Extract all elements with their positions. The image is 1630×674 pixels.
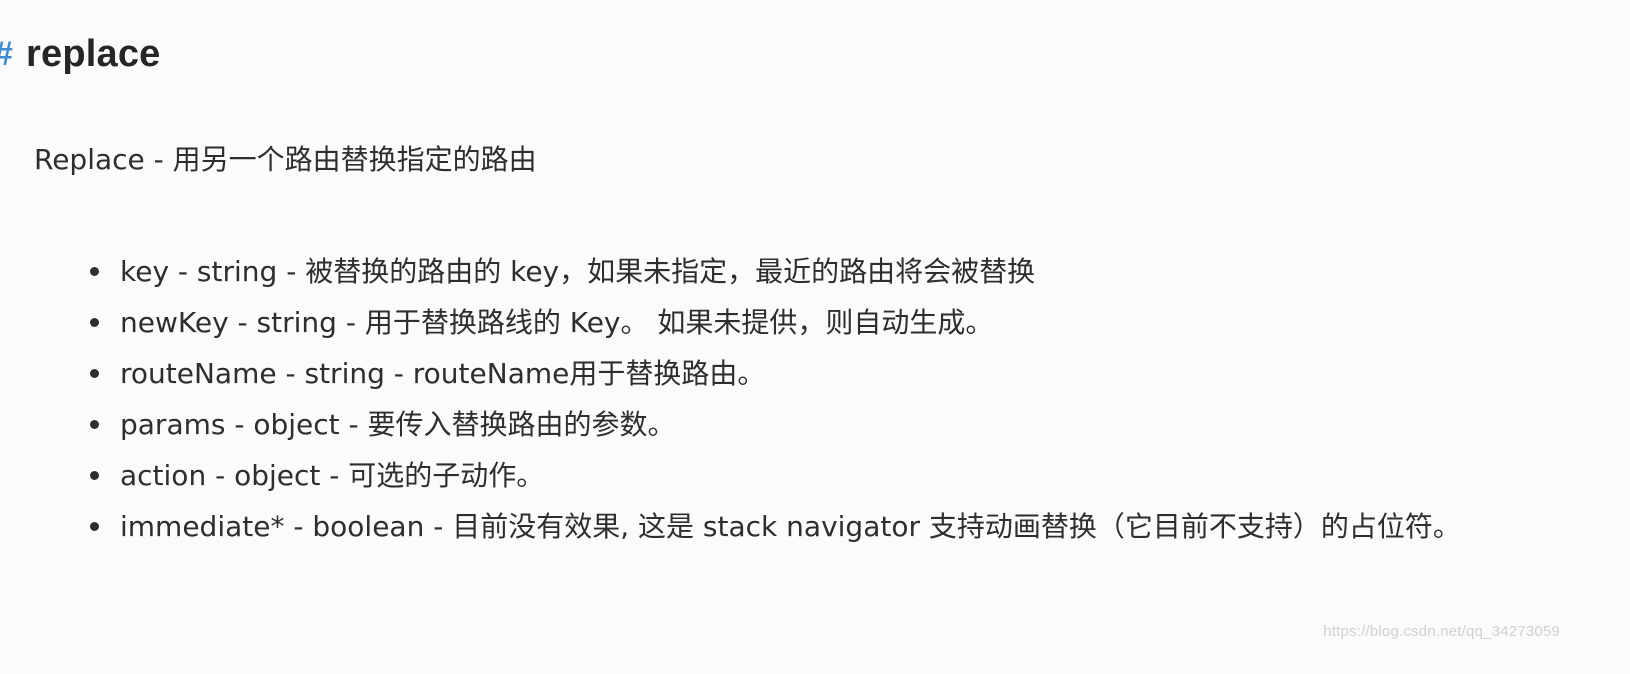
list-item-text: newKey - string - 用于替换路线的 Key。 如果未提供，则自动… <box>120 306 994 339</box>
bullet-dot-icon <box>90 522 99 531</box>
intro-paragraph: Replace - 用另一个路由替换指定的路由 <box>34 143 537 176</box>
heading-title: replace <box>26 33 161 75</box>
bullet-dot-icon <box>90 471 99 480</box>
list-item-text: action - object - 可选的子动作。 <box>120 459 545 492</box>
list-item-text: routeName - string - routeName用于替换路由。 <box>120 357 766 390</box>
bullet-dot-icon <box>90 369 99 378</box>
list-item-text: params - object - 要传入替换路由的参数。 <box>120 408 676 441</box>
heading-anchor-link[interactable]: # <box>0 37 14 71</box>
list-item-newkey: newKey - string - 用于替换路线的 Key。 如果未提供，则自动… <box>90 297 1560 348</box>
param-list: key - string - 被替换的路由的 key，如果未指定，最近的路由将会… <box>90 246 1560 552</box>
section-heading: # replace <box>0 24 161 84</box>
list-item-params: params - object - 要传入替换路由的参数。 <box>90 399 1560 450</box>
list-item-routename: routeName - string - routeName用于替换路由。 <box>90 348 1560 399</box>
list-item-key: key - string - 被替换的路由的 key，如果未指定，最近的路由将会… <box>90 246 1560 297</box>
list-item-action: action - object - 可选的子动作。 <box>90 450 1560 501</box>
list-item-text: immediate* - boolean - 目前没有效果, 这是 stack … <box>120 510 1461 543</box>
bullet-dot-icon <box>90 318 99 327</box>
list-item-text: key - string - 被替换的路由的 key，如果未指定，最近的路由将会… <box>120 255 1036 288</box>
watermark-url: https://blog.csdn.net/qq_34273059 <box>1323 623 1560 640</box>
list-item-immediate: immediate* - boolean - 目前没有效果, 这是 stack … <box>90 501 1560 552</box>
bullet-dot-icon <box>90 420 99 429</box>
bullet-dot-icon <box>90 267 99 276</box>
